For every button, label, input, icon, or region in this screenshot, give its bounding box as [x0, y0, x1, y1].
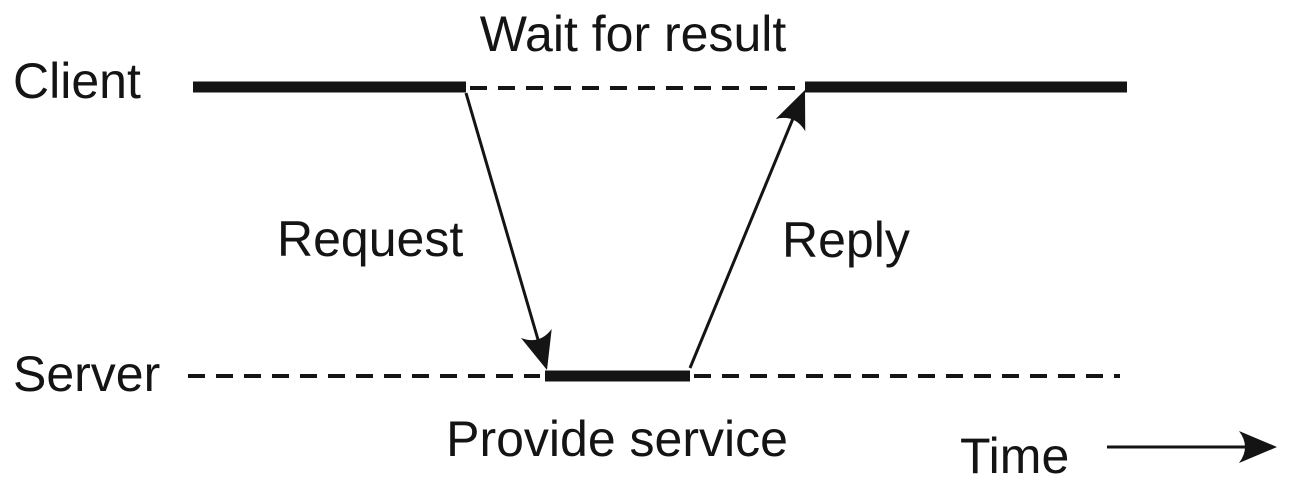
request-arrow-line: [464, 92, 541, 344]
request-arrowhead-icon: [520, 329, 563, 375]
time-axis-label: Time: [960, 428, 1069, 484]
reply-label: Reply: [782, 212, 910, 268]
client-label: Client: [13, 53, 141, 109]
server-label: Server: [13, 346, 160, 402]
provide-service-label: Provide service: [446, 411, 788, 467]
request-label: Request: [277, 211, 463, 267]
reply-arrow-line: [688, 115, 796, 369]
wait-for-result-label: Wait for result: [480, 6, 787, 62]
